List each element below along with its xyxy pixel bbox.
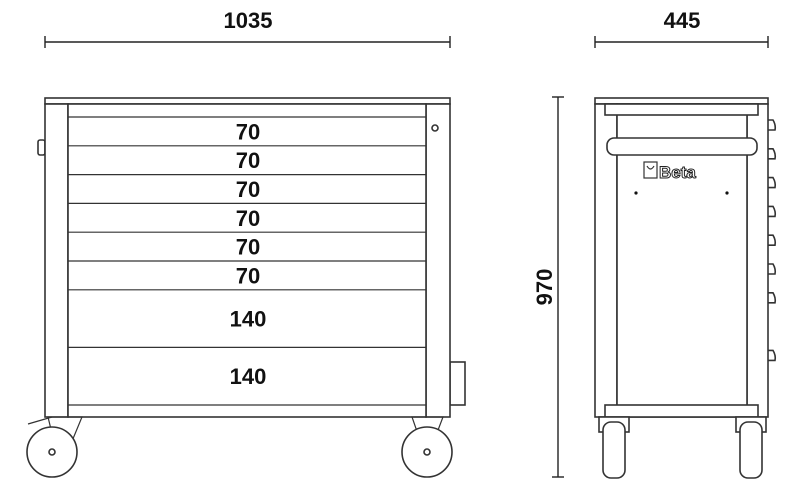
side-panel (616, 103, 748, 418)
drawer-handle-icon (768, 176, 777, 189)
side-worktop (594, 97, 769, 105)
drawer: 70 (68, 260, 426, 288)
drawer: 140 (68, 289, 426, 332)
lock-icon (431, 124, 439, 132)
drawer-height-label: 70 (236, 148, 260, 173)
side-bottom-rail (604, 404, 759, 418)
drawer-handle-icon (768, 349, 777, 362)
height-dimension: 970 (532, 96, 564, 478)
drawer-height-label: 140 (230, 364, 267, 389)
depth-dimension: 445 (594, 8, 769, 48)
drawer: 70 (68, 145, 426, 173)
drawer-handle-icon (768, 205, 777, 218)
drawer-handle-icon (768, 119, 777, 131)
drawer: 70 (68, 231, 426, 260)
width-label: 1035 (224, 8, 273, 33)
depth-label: 445 (664, 8, 701, 33)
right-post (425, 103, 451, 418)
drawer-handle-icon (768, 263, 777, 275)
push-handle (606, 137, 758, 156)
side-view: Beta (594, 97, 777, 479)
side-wheel-back (735, 416, 767, 479)
drawer: 70 (236, 119, 260, 144)
top-worktop (44, 97, 451, 105)
drawer: 140 (68, 346, 426, 389)
width-dimension: 1035 (44, 8, 451, 48)
drawers: 70 70 70 70 70 70 140 140 (68, 119, 426, 389)
drawer-handle-icon (768, 292, 777, 304)
drawer-height-label: 70 (236, 263, 260, 288)
drawer-height-label: 70 (236, 119, 260, 144)
drawer-height-label: 70 (236, 206, 260, 231)
caster-wheel-right (401, 416, 453, 478)
beta-logo-text: Beta (659, 163, 696, 182)
side-box-right (449, 361, 466, 406)
drawer-handle-icon (768, 148, 777, 160)
drawer-handle-icon (768, 234, 777, 246)
left-post (44, 103, 69, 418)
side-wheel-front (598, 416, 630, 479)
side-handle-left (37, 139, 46, 156)
height-label: 970 (532, 269, 557, 306)
caster-wheel-left-braked (26, 416, 83, 478)
drawer-height-label: 70 (236, 177, 260, 202)
drawer: 70 (68, 202, 426, 231)
drawer: 70 (68, 174, 426, 202)
rivet (725, 191, 729, 195)
drawer-handles-side (768, 119, 777, 362)
side-top-rail (604, 103, 759, 116)
front-view: 70 70 70 70 70 70 140 140 (26, 97, 466, 478)
drawer-height-label: 140 (230, 307, 267, 332)
beta-logo: Beta (643, 161, 697, 183)
drawer-height-label: 70 (236, 235, 260, 260)
rivet (634, 191, 638, 195)
